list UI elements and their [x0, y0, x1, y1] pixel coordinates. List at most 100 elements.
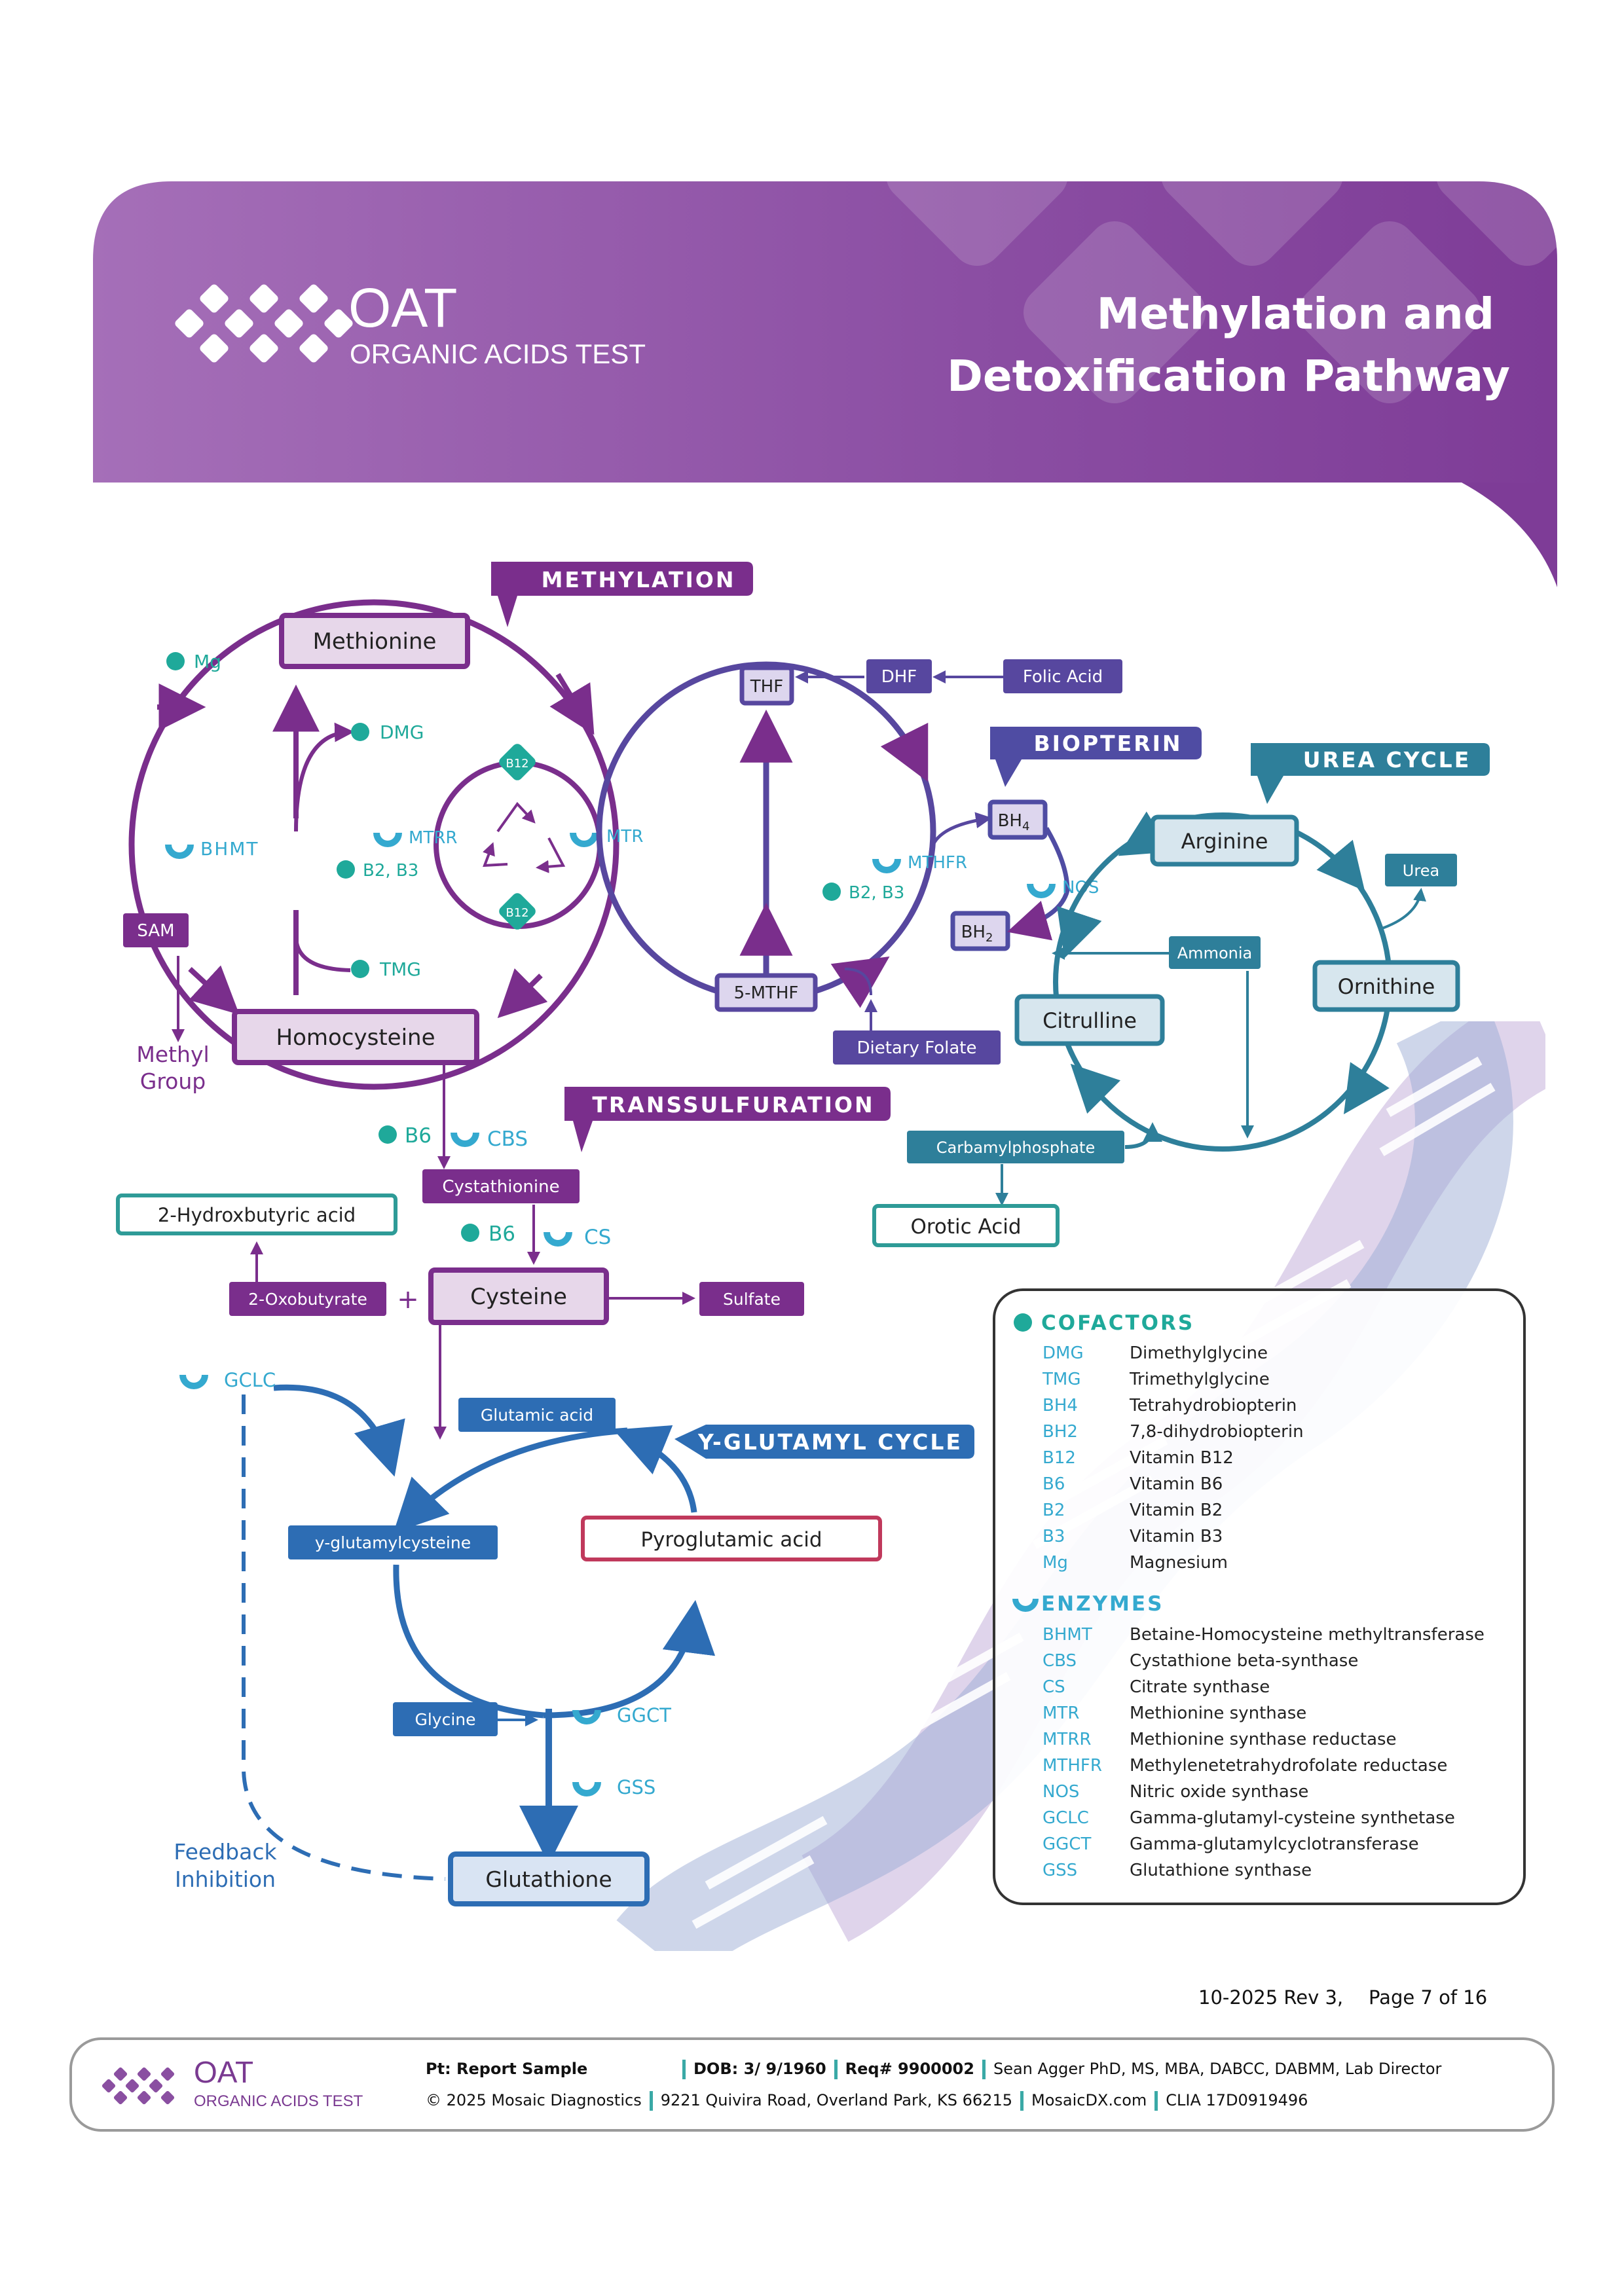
cbs-label: CBS — [487, 1127, 528, 1151]
patient-name: Pt: Report Sample — [426, 2060, 588, 2078]
homocysteine-box: Homocysteine — [232, 1009, 479, 1065]
sam-box: SAM — [123, 913, 189, 947]
sulfate-box: Sulfate — [699, 1282, 804, 1316]
thf-box: THF — [739, 665, 794, 706]
footer-logo-icon — [101, 2067, 175, 2105]
cofactor-abbr: DMG — [1043, 1343, 1084, 1363]
header-banner: OAT ORGANIC ACIDS TEST Methylation and D… — [93, 181, 1557, 587]
cofactor-name: Trimethylglycine — [1129, 1370, 1270, 1389]
enzyme-abbr: MTHFR — [1043, 1756, 1102, 1776]
ornithine-box: Ornithine — [1312, 960, 1460, 1012]
methyl-group-label-2: Group — [140, 1068, 206, 1094]
svg-text:Carbamylphosphate: Carbamylphosphate — [936, 1139, 1095, 1157]
enzyme-abbr: BHMT — [1043, 1625, 1092, 1645]
mthfr-enzyme-icon — [872, 859, 901, 873]
enzyme-name: Methionine synthase — [1130, 1704, 1306, 1723]
enzyme-name: Gamma-glutamylcyclotransferase — [1130, 1834, 1419, 1854]
svg-text:Cystathionine: Cystathionine — [442, 1177, 559, 1197]
b2b3-label-b: B2, B3 — [849, 883, 904, 903]
revision-label: 10-2025 Rev 3, — [1198, 1986, 1344, 2009]
website-link[interactable]: MosaicDX.com — [1031, 2091, 1147, 2109]
cofactor-name: Tetrahydrobiopterin — [1129, 1396, 1297, 1415]
b12-badge-top: B12 — [499, 744, 536, 780]
carbamylphosphate-box: Carbamylphosphate — [907, 1131, 1124, 1163]
cysteine-box: Cysteine — [428, 1267, 609, 1325]
citrulline-box: Citrulline — [1014, 994, 1165, 1046]
cofactor-abbr: B6 — [1043, 1474, 1065, 1494]
glutathione-box: Glutathione — [448, 1851, 650, 1906]
cofactor-name: Vitamin B6 — [1130, 1474, 1223, 1494]
svg-text:BH4: BH4 — [998, 811, 1030, 833]
b6-cofactor-icon-a — [378, 1125, 397, 1144]
yglutamylcysteine-box: y-glutamylcysteine — [288, 1525, 498, 1559]
svg-text:y-glutamylcysteine: y-glutamylcysteine — [315, 1533, 471, 1552]
svg-text:Sulfate: Sulfate — [723, 1290, 781, 1309]
footer-panel: OAT ORGANIC ACIDS TEST Pt: Report Sample… — [69, 2037, 1555, 2132]
address: 9221 Quivira Road, Overland Park, KS 662… — [660, 2091, 1012, 2109]
ggct-label: GGCT — [617, 1704, 671, 1726]
gclc-label: GCLC — [224, 1369, 276, 1391]
footer-line-2: © 2025 Mosaic Diagnostics 9221 Quivira Ro… — [426, 2091, 1308, 2111]
section-label-biopterin: BIOPTERIN — [990, 727, 1202, 787]
mtr-label: MTR — [606, 827, 643, 847]
cofactors-title: COFACTORS — [1041, 1311, 1194, 1335]
cbs-enzyme-icon — [451, 1133, 479, 1147]
b6-label-b: B6 — [489, 1222, 515, 1246]
cofactor-name: 7,8-dihydrobiopterin — [1130, 1422, 1304, 1442]
enzyme-abbr: MTR — [1043, 1704, 1079, 1723]
yglutamyl-cycle — [242, 1384, 716, 1881]
cofactor-name: Dimethylglycine — [1130, 1343, 1268, 1363]
arginine-box: Arginine — [1150, 814, 1299, 867]
enzyme-name: Glutathione synthase — [1130, 1861, 1312, 1880]
gclc-enzyme-icon — [179, 1375, 208, 1389]
svg-text:Homocysteine: Homocysteine — [276, 1025, 435, 1051]
methylation-cycle — [128, 599, 619, 1090]
svg-text:Dietary Folate: Dietary Folate — [857, 1038, 977, 1058]
cofactor-abbr: BH2 — [1043, 1422, 1078, 1442]
section-label-transsulfuration: TRANSSULFURATION — [564, 1087, 891, 1152]
svg-text:Y-GLUTAMYL CYCLE: Y-GLUTAMYL CYCLE — [697, 1429, 963, 1455]
svg-text:Arginine: Arginine — [1181, 829, 1268, 854]
dmg-label: DMG — [380, 721, 424, 743]
logo-sub: ORGANIC ACIDS TEST — [350, 338, 646, 369]
svg-text:TRANSSULFURATION: TRANSSULFURATION — [592, 1092, 874, 1118]
section-label-methylation: METHYLATION — [491, 562, 753, 627]
enzyme-name: Methylenetetrahydrofolate reductase — [1130, 1756, 1447, 1776]
page-number: Page 7 of 16 — [1369, 1986, 1488, 2009]
cofactor-abbr: Mg — [1043, 1553, 1068, 1573]
svg-text:METHYLATION: METHYLATION — [542, 567, 736, 592]
ggct-enzyme-icon — [572, 1710, 601, 1724]
mtrr-enzyme-icon — [373, 833, 402, 847]
cofactor-abbr: B2 — [1043, 1501, 1065, 1520]
cofactor-name: Vitamin B2 — [1130, 1501, 1223, 1520]
enzyme-name: Methionine synthase reductase — [1130, 1730, 1397, 1749]
bh2-box: BH2 — [950, 911, 1010, 951]
svg-text:Folic Acid: Folic Acid — [1023, 667, 1103, 687]
logo-main: OAT — [348, 277, 457, 338]
glycine-box: Glycine — [393, 1702, 498, 1736]
svg-text:BIOPTERIN: BIOPTERIN — [1033, 731, 1182, 756]
folic-acid-box: Folic Acid — [1003, 659, 1122, 693]
svg-text:Orotic Acid: Orotic Acid — [910, 1215, 1021, 1239]
gss-enzyme-icon — [572, 1782, 601, 1796]
svg-text:B12: B12 — [506, 906, 528, 920]
enzyme-name: Nitric oxide synthase — [1130, 1782, 1308, 1802]
copyright: © 2025 Mosaic Diagnostics — [426, 2091, 642, 2109]
svg-text:Glutamic acid: Glutamic acid — [481, 1406, 593, 1425]
svg-text:2-Hydroxbutyric acid: 2-Hydroxbutyric acid — [158, 1204, 356, 1226]
enzyme-abbr: CS — [1043, 1677, 1065, 1697]
enzyme-name: Cystathione beta-synthase — [1130, 1651, 1358, 1671]
cofactor-name: Vitamin B3 — [1130, 1527, 1223, 1546]
gss-label: GSS — [617, 1776, 655, 1798]
svg-text:Urea: Urea — [1403, 862, 1439, 880]
enzyme-abbr: GCLC — [1043, 1808, 1089, 1828]
pyroglutamic-acid-box: Pyroglutamic acid — [581, 1516, 882, 1561]
b6-label-a: B6 — [405, 1124, 432, 1148]
svg-text:B12: B12 — [506, 757, 528, 771]
cystathionine-box: Cystathionine — [422, 1169, 580, 1203]
bhmt-enzyme-icon — [165, 845, 194, 859]
dhf-box: DHF — [866, 659, 932, 693]
